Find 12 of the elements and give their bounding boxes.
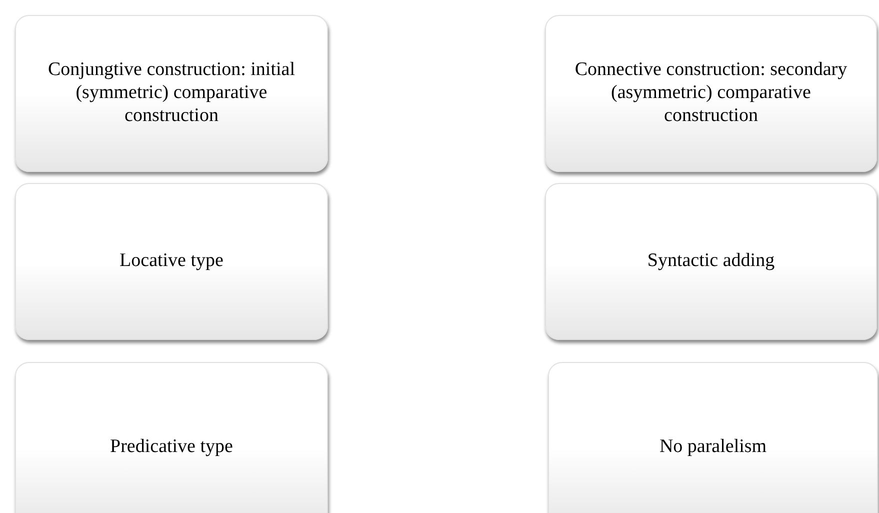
- rounded-box: [15, 15, 328, 172]
- rounded-box: [545, 15, 877, 172]
- rounded-box: [15, 183, 328, 340]
- box-label: Conjungtive construction: initial (symmetric) comparative construction: [47, 59, 296, 128]
- box-label: No paralelism: [658, 436, 768, 458]
- box-label: Locative type: [118, 250, 224, 273]
- box-label: Connective construction: secondary (asymmetric) comparative construction: [574, 59, 848, 128]
- rounded-box: [15, 362, 328, 513]
- rounded-box: [545, 183, 877, 340]
- box-label: Syntactic adding: [646, 250, 776, 273]
- rounded-box: [548, 362, 878, 513]
- box-label: Predicative type: [109, 436, 234, 458]
